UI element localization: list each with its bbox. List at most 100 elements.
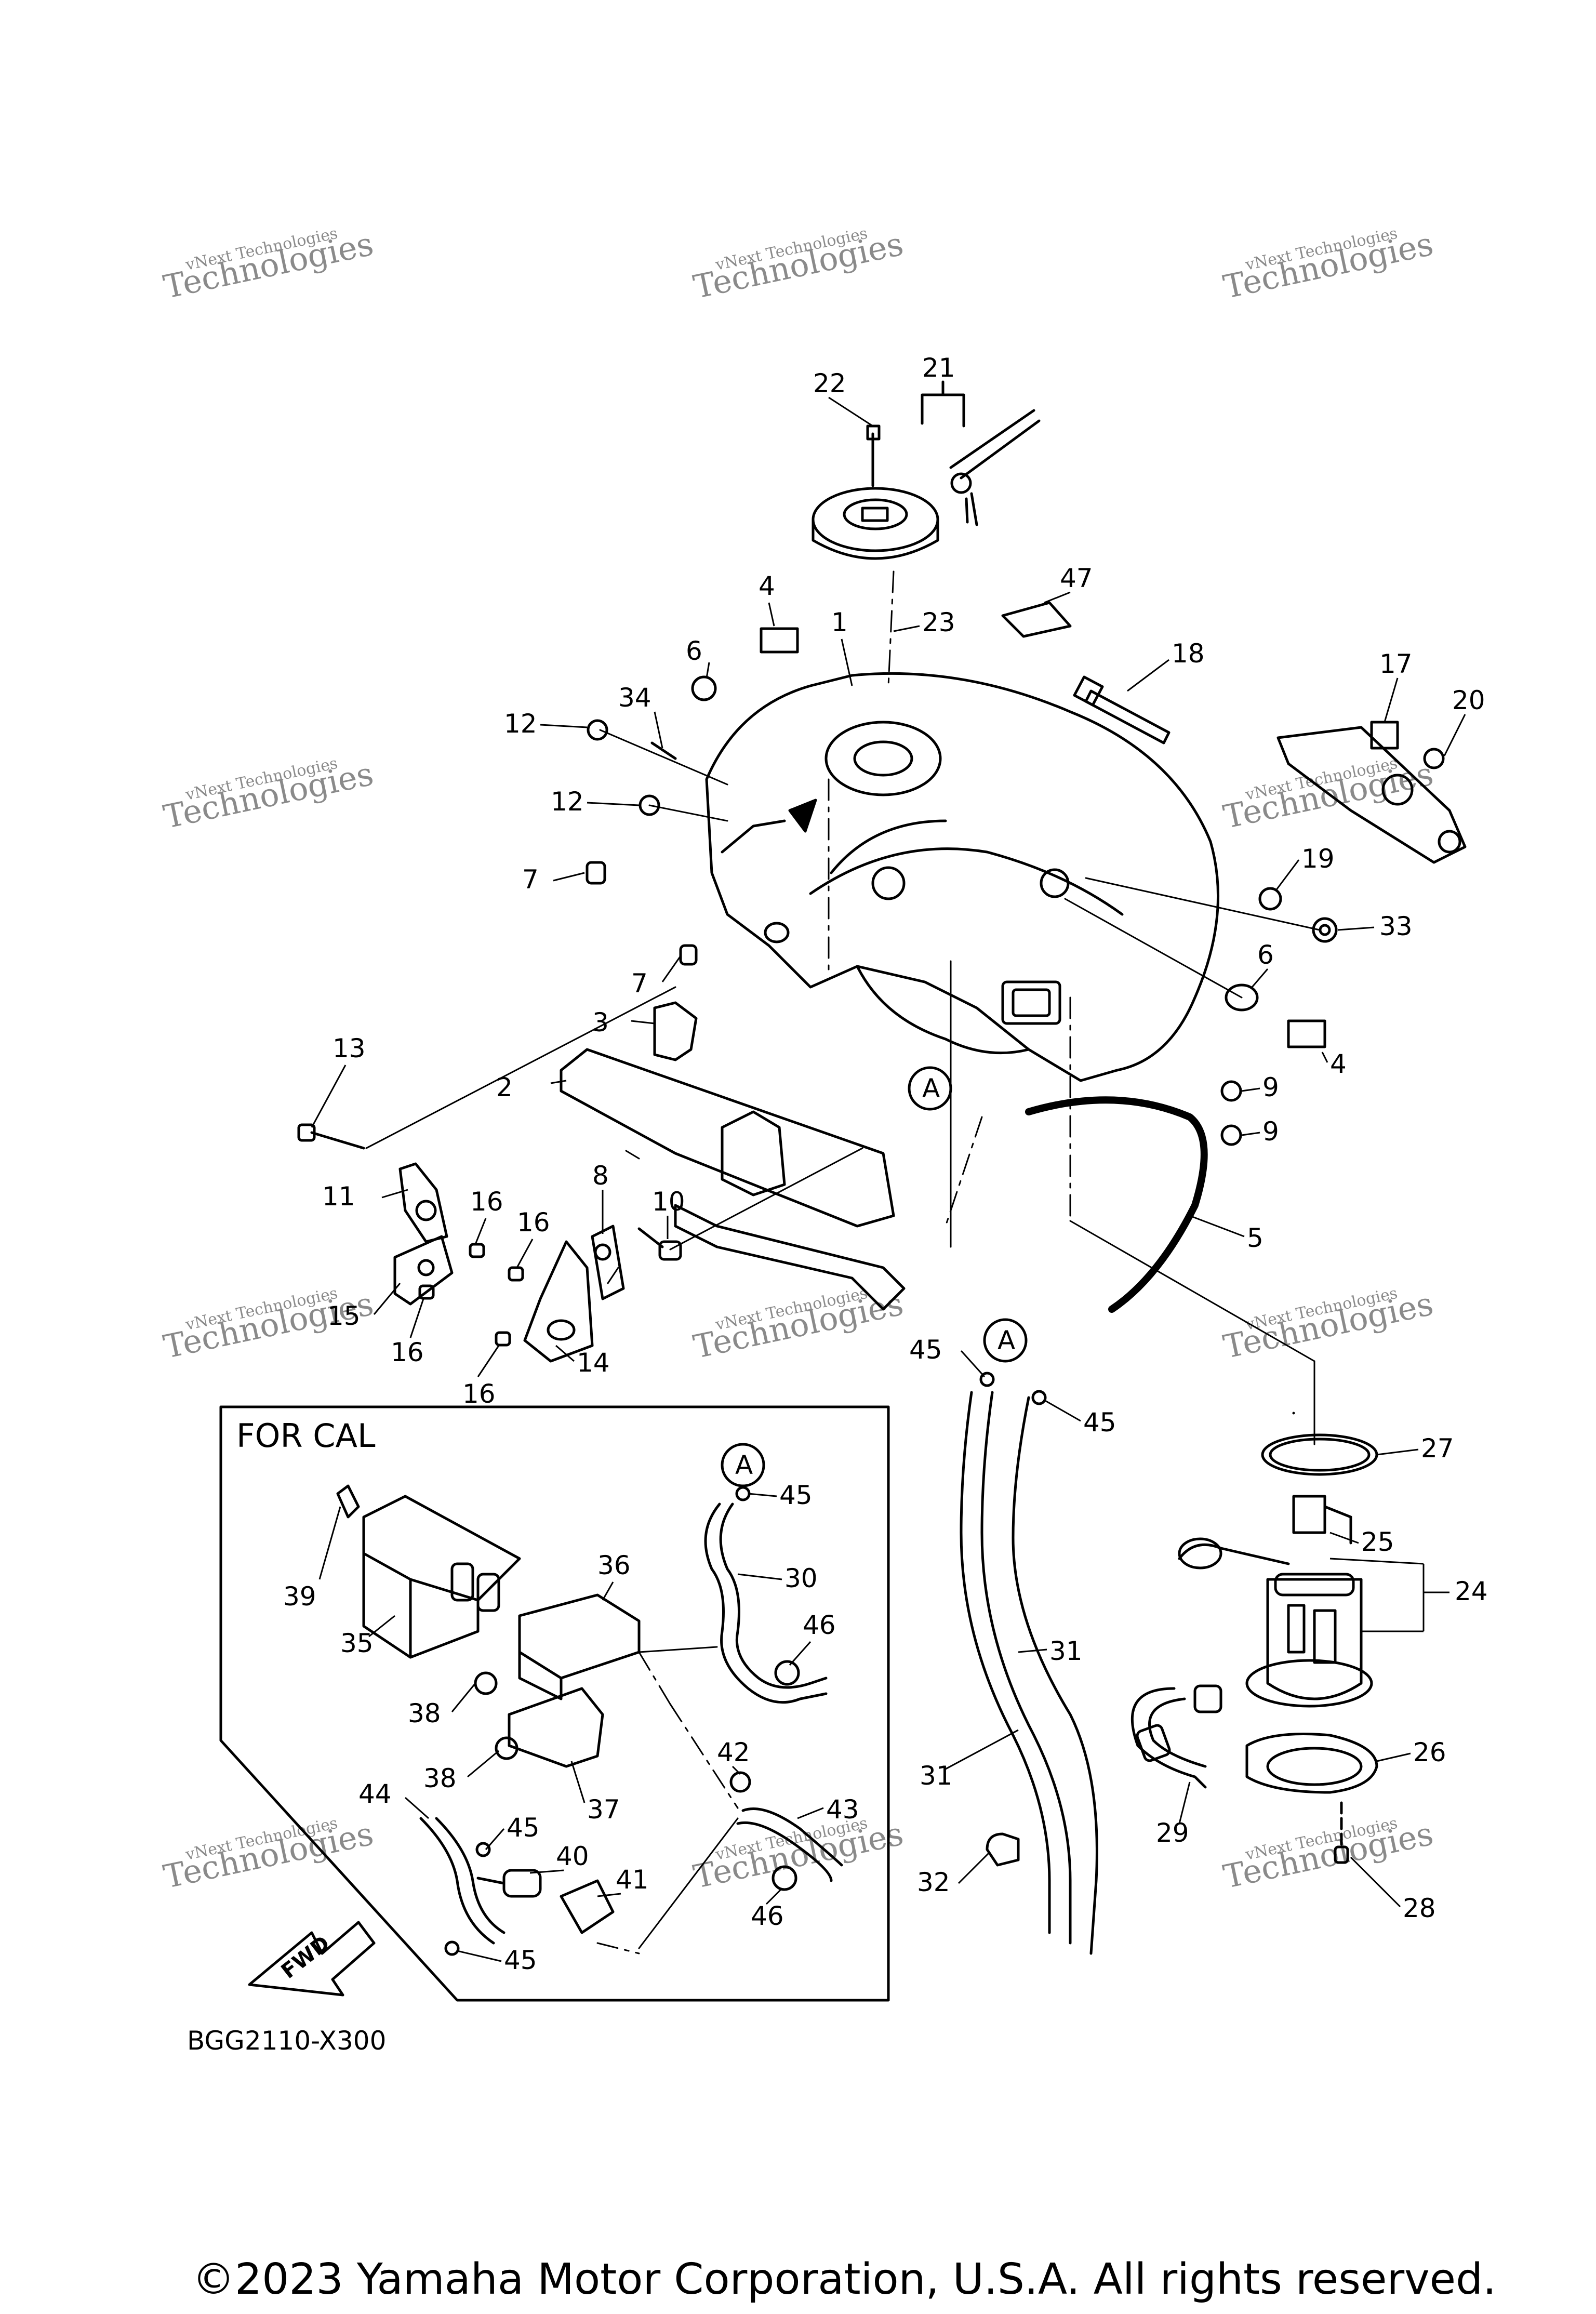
nut-19 [1258, 887, 1282, 911]
callout-29: 29 [1156, 1818, 1189, 1848]
bolt-28 [1334, 1801, 1349, 1864]
cal-reference-lines [638, 1646, 739, 1949]
callout-30: 30 [784, 1563, 818, 1593]
damper-4b [1287, 1019, 1326, 1048]
heat-protector-2 [560, 1048, 906, 1311]
marker-a-label: A [998, 1325, 1015, 1355]
callout-44: 44 [358, 1779, 392, 1809]
hose-31 [960, 1391, 1098, 1955]
seal-5 [1025, 1096, 1208, 1313]
callout-45c: 45 [1083, 1407, 1116, 1438]
callout-31b: 31 [920, 1761, 953, 1791]
callout-26: 26 [1413, 1737, 1446, 1767]
watermark-text: Technologies [1220, 1814, 1437, 1896]
fwd-arrow [248, 1921, 376, 1997]
callout-9: 9 [1262, 1072, 1279, 1102]
callout-46: 46 [803, 1610, 836, 1640]
valve-40 [476, 1869, 542, 1898]
callout-45e: 45 [504, 1945, 537, 1975]
watermark-text: Technologies [690, 224, 907, 306]
callout-19: 19 [1301, 844, 1335, 874]
callout-13-12b: 12 [551, 787, 584, 817]
callout-16b: 16 [517, 1207, 550, 1238]
callout-23: 23 [922, 607, 955, 637]
callout-41: 41 [616, 1865, 649, 1895]
watermark-text: Technologies [160, 754, 377, 836]
callout-36: 36 [597, 1550, 631, 1580]
bracket-11 [398, 1162, 448, 1243]
callout-leaders [311, 396, 1466, 1962]
gasket-26 [1245, 1733, 1378, 1794]
callout-40: 40 [556, 1841, 589, 1871]
callout-47: 47 [1060, 563, 1093, 593]
callout-16d: 16 [462, 1379, 496, 1409]
callout-32: 32 [917, 1867, 950, 1897]
clip-32 [986, 1832, 1020, 1867]
callout-12: 12 [504, 709, 537, 739]
callout-18: 18 [1172, 639, 1205, 669]
bracket-15 [393, 1235, 454, 1306]
callout-38b: 38 [423, 1763, 457, 1793]
callout-6b: 6 [1257, 940, 1274, 970]
canister-35 [336, 1484, 521, 1659]
callout-9b: 9 [1262, 1116, 1279, 1147]
callout-46b: 46 [751, 1901, 784, 1931]
callout-4: 4 [759, 571, 775, 601]
callout-45a: 45 [779, 1480, 813, 1510]
clamp-42 [729, 1771, 751, 1793]
callout-15: 15 [327, 1301, 361, 1331]
callout-2: 2 [496, 1072, 513, 1102]
callout-17: 17 [1379, 649, 1413, 679]
callout-16: 16 [470, 1187, 503, 1217]
callout-4b: 4 [1330, 1049, 1347, 1079]
callout-42: 42 [717, 1737, 750, 1767]
bolt-10 [637, 1227, 682, 1261]
bolt-13 [297, 1123, 365, 1150]
callout-20: 20 [1452, 685, 1485, 715]
callout-35: 35 [340, 1628, 374, 1658]
valve-41 [560, 1879, 615, 1934]
callout-7b: 7 [631, 968, 648, 999]
callout-3: 3 [592, 1007, 609, 1038]
callout-11: 11 [322, 1181, 355, 1212]
fuel-tank [705, 672, 1219, 1082]
callout-21: 21 [922, 353, 955, 383]
fuel-cap-assembly [812, 380, 1041, 560]
callout-34: 34 [618, 683, 651, 713]
label-47 [1001, 601, 1072, 638]
callout-45b: 45 [909, 1335, 942, 1365]
callout-1: 1 [831, 607, 848, 637]
watermark-text: Technologies [1220, 224, 1437, 306]
callout-8: 8 [592, 1161, 609, 1191]
hose-30 [704, 1502, 828, 1704]
nut-9b [1220, 1124, 1242, 1146]
bracket-14 [523, 1240, 594, 1363]
callout-38: 38 [408, 1698, 441, 1728]
watermark-text: Technologies [160, 224, 377, 306]
cal-leader-lines [596, 1651, 739, 1954]
callout-39: 39 [283, 1581, 316, 1612]
bracket-37 [508, 1687, 604, 1768]
leader-lines [625, 570, 1071, 1227]
callout-5: 5 [1247, 1223, 1264, 1253]
bolt-18 [1073, 675, 1171, 744]
callout-24: 24 [1455, 1576, 1488, 1606]
grommet-6b [1225, 983, 1259, 1012]
reference-lines [365, 729, 1321, 1445]
callout-45d: 45 [507, 1813, 540, 1843]
sender-25 [1292, 1495, 1352, 1545]
diagram-code: BGG2110-X300 [187, 2026, 386, 2056]
hose-44 [419, 1817, 506, 1945]
callout-25: 25 [1361, 1527, 1394, 1557]
gasket-27 [1261, 1433, 1378, 1476]
watermark-text: Technologies [160, 1814, 377, 1896]
watermark-text: Technologies [690, 1284, 907, 1366]
damper-4 [760, 627, 799, 654]
callout-33: 33 [1379, 911, 1413, 941]
bolts-16 [418, 1243, 524, 1347]
hose-43b [736, 1821, 833, 1882]
marker-a [721, 1066, 1028, 1487]
nut-9 [1220, 1080, 1242, 1102]
bracket-8 [591, 1225, 625, 1300]
